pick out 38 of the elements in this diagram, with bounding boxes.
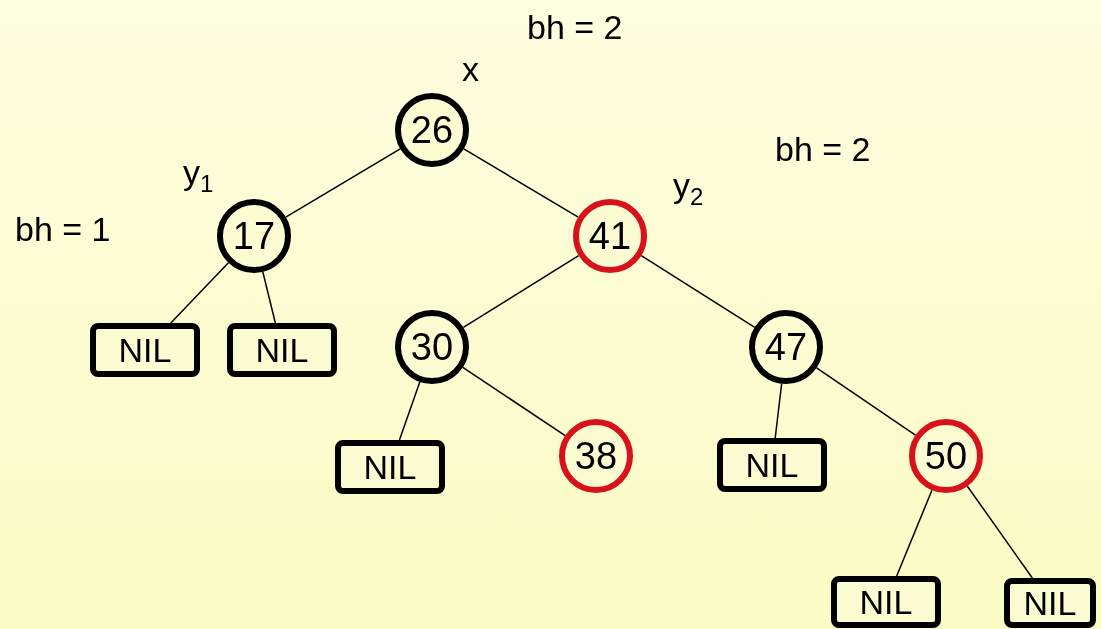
node-key: NIL <box>1023 583 1077 623</box>
node-key: NIL <box>118 330 172 370</box>
nil-leaf-box <box>717 438 827 492</box>
tree-node-circle <box>217 199 291 273</box>
node-key: NIL <box>745 445 799 485</box>
nil-leaf-box <box>831 576 941 628</box>
nil-leaf-box <box>1004 578 1096 628</box>
node-key: 50 <box>924 434 968 478</box>
annotation-label: y$_{1}$ <box>183 153 214 192</box>
tree-edge <box>398 381 421 441</box>
tree-edge <box>895 489 933 577</box>
annotation-label: bh = 1 <box>15 210 111 249</box>
annotation-label: y$_{2}$ <box>673 166 704 205</box>
tree-edge <box>285 148 401 218</box>
node-key: 47 <box>764 325 808 369</box>
node-key: 30 <box>410 325 454 369</box>
tree-edge <box>815 367 917 436</box>
node-key: NIL <box>859 582 913 622</box>
tree-edge <box>640 255 756 328</box>
tree-edge <box>462 366 566 437</box>
tree-edge <box>774 383 783 439</box>
nil-leaf-box <box>90 323 200 377</box>
node-key: 41 <box>588 214 632 258</box>
tree-edge <box>463 148 579 218</box>
node-key: NIL <box>255 330 309 370</box>
nil-leaf-box <box>335 440 445 494</box>
node-key: 17 <box>232 214 276 258</box>
tree-edge <box>262 271 277 324</box>
tree-edge <box>462 254 580 329</box>
node-key: 26 <box>410 108 454 152</box>
annotation-label: bh = 2 <box>775 130 871 169</box>
node-key: 38 <box>574 434 618 478</box>
nil-leaf-box <box>227 323 337 377</box>
annotation-label: x <box>462 50 479 89</box>
node-key: NIL <box>363 447 417 487</box>
tree-edge <box>966 485 1034 579</box>
tree-edge <box>170 262 230 324</box>
annotation-label: bh = 2 <box>527 8 623 47</box>
